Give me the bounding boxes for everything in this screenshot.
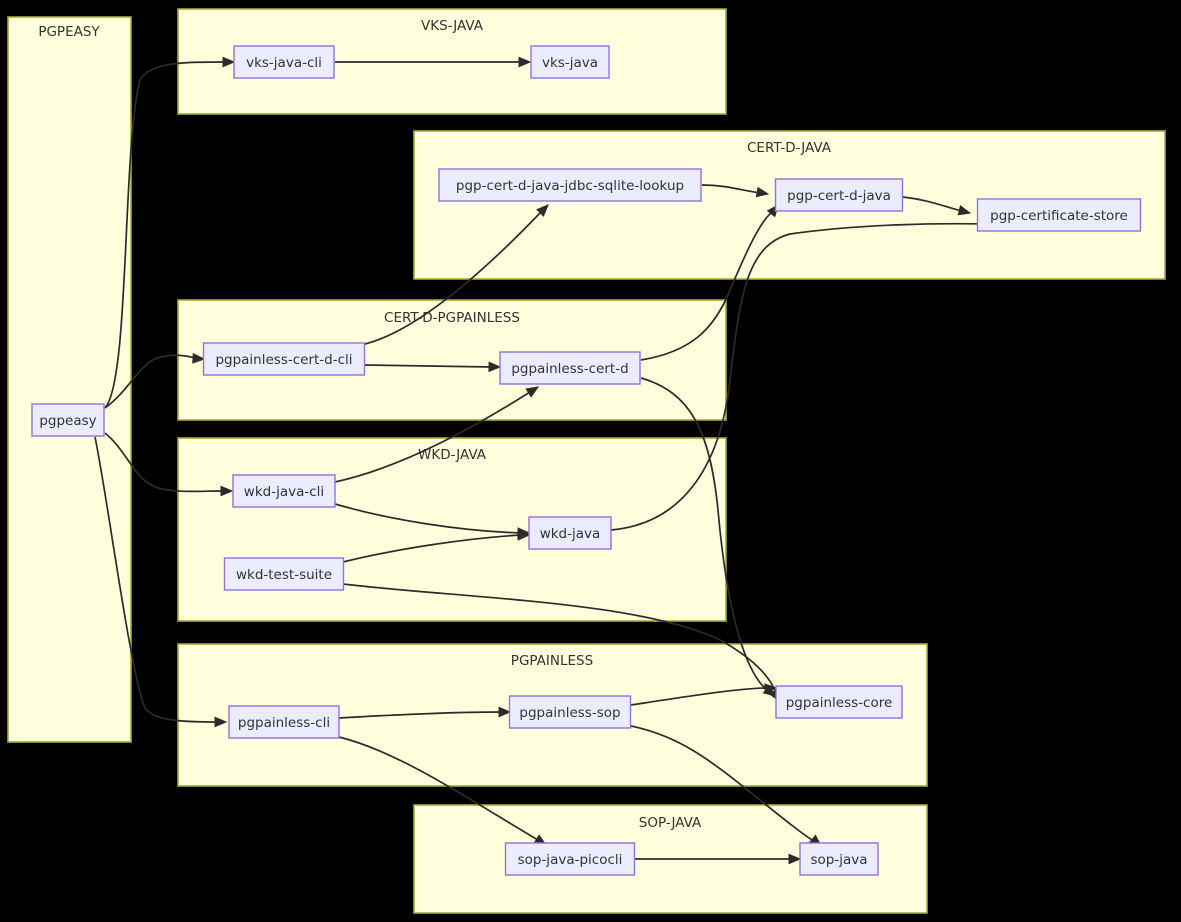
edge-path (630, 725, 815, 842)
edge-wkd-test-suite-to-wkd-java (342, 530, 531, 563)
node-pgpainless-cert-d[interactable]: pgpainless-cert-d (499, 351, 641, 385)
node-pgpainless-cli[interactable]: pgpainless-cli (228, 705, 340, 739)
node-pgpeasy[interactable]: pgpeasy (31, 403, 105, 437)
edge-path (364, 364, 493, 368)
edge-pgpainless-cert-d-cli-to-pgp-cert-d-java-jdbc-sqlite-lookup (364, 204, 549, 345)
node-box-wkd-java[interactable] (528, 516, 612, 550)
node-pgpainless-core[interactable]: pgpainless-core (775, 685, 903, 719)
cluster-label-wkd_java: WKD-JAVA (418, 447, 487, 463)
arrowhead-icon (498, 706, 512, 718)
edge-pgpainless-cli-to-pgpainless-sop (338, 706, 512, 719)
arrowhead-icon (517, 530, 531, 541)
edge-sop-java-picocli-to-sop-java (635, 853, 802, 865)
edge-pgpeasy-to-vks-java-cli (104, 56, 236, 409)
arrowhead-icon (525, 386, 540, 398)
node-box-pgp-cert-d-java[interactable] (774, 178, 904, 212)
edge-pgpainless-sop-to-pgpainless-core (630, 683, 778, 706)
edge-pgpeasy-to-pgpainless-cli (94, 436, 228, 728)
edge-path (701, 184, 761, 194)
node-pgp-cert-d-java[interactable]: pgp-cert-d-java (774, 178, 904, 212)
node-box-sop-java[interactable] (799, 842, 879, 876)
node-box-wkd-java-cli[interactable] (232, 474, 336, 508)
node-vks-java[interactable]: vks-java (530, 45, 610, 79)
edge-pgpeasy-to-wkd-java-cli (104, 432, 234, 497)
edge-path (640, 211, 773, 361)
arrowhead-icon (488, 361, 502, 373)
node-box-pgpainless-cert-d-cli[interactable] (202, 342, 366, 376)
node-vks-java-cli[interactable]: vks-java-cli (233, 45, 335, 79)
node-box-wkd-test-suite[interactable] (223, 557, 345, 591)
edge-pgpeasy-to-pgpainless-cert-d-cli (104, 353, 206, 409)
node-sop-java-picocli[interactable]: sop-java-picocli (504, 842, 636, 876)
node-wkd-test-suite[interactable]: wkd-test-suite (223, 557, 345, 591)
clusters-group: PGPEASY VKS-JAVA CERT-D-JAVA CERT-D-PGPAINL… (7, 8, 1166, 914)
arrowhead-icon (764, 683, 778, 694)
edge-path (94, 436, 219, 723)
edge-path (334, 391, 531, 483)
cluster-label-cert_d_pgpainless: CERT-D-PGPAINLESS (384, 310, 520, 326)
edge-path (342, 534, 522, 563)
node-box-pgpainless-cli[interactable] (228, 705, 340, 739)
edge-pgp-cert-d-java-to-pgp-certificate-store (902, 196, 972, 216)
node-box-pgp-certificate-store[interactable] (976, 198, 1142, 232)
edge-path (610, 222, 989, 531)
node-pgpainless-sop[interactable]: pgpainless-sop (508, 695, 632, 729)
node-box-pgp-cert-d-java-jdbc-sqlite-lookup[interactable] (438, 168, 702, 202)
node-wkd-java-cli[interactable]: wkd-java-cli (232, 474, 336, 508)
edge-path (104, 354, 197, 409)
arrowhead-icon (957, 205, 972, 216)
node-pgp-cert-d-java-jdbc-sqlite-lookup[interactable]: pgp-cert-d-java-jdbc-sqlite-lookup (438, 168, 702, 202)
edge-path (630, 687, 769, 706)
node-box-pgpainless-core[interactable] (775, 685, 903, 719)
node-box-vks-java-cli[interactable] (233, 45, 335, 79)
node-box-vks-java[interactable] (530, 45, 610, 79)
arrowhead-icon (518, 56, 532, 68)
edge-path (104, 61, 227, 409)
node-wkd-java[interactable]: wkd-java (528, 516, 612, 550)
node-sop-java[interactable]: sop-java (799, 842, 879, 876)
node-box-pgpainless-sop[interactable] (508, 695, 632, 729)
node-box-pgpainless-cert-d[interactable] (499, 351, 641, 385)
edge-path (364, 212, 541, 345)
edge-path (104, 432, 225, 493)
cluster-pgpeasy: PGPEASY (7, 16, 132, 743)
cluster-label-vks_java: VKS-JAVA (421, 18, 484, 34)
cluster-label-pgpainless: PGPAINLESS (511, 653, 593, 669)
cluster-label-pgpeasy: PGPEASY (38, 24, 100, 40)
arrowhead-icon (220, 485, 234, 497)
edge-vks-java-cli-to-vks-java (335, 56, 532, 68)
node-pgpainless-cert-d-cli[interactable]: pgpainless-cert-d-cli (202, 342, 366, 376)
arrowhead-icon (788, 853, 802, 865)
edge-pgp-cert-d-java-jdbc-sqlite-lookup-to-pgp-cert-d-java (701, 184, 770, 198)
arrowhead-icon (755, 186, 770, 198)
edge-path (342, 583, 777, 694)
edge-path (334, 503, 522, 534)
cluster-label-sop_java: SOP-JAVA (639, 815, 702, 831)
edge-path (338, 711, 503, 719)
arrowhead-icon (222, 56, 236, 68)
edge-path (902, 196, 963, 212)
arrowhead-icon (536, 204, 549, 217)
edge-wkd-java-cli-to-pgpainless-cert-d (334, 386, 540, 483)
arrowhead-icon (214, 716, 228, 728)
edge-pgpainless-cert-d-cli-to-pgpainless-cert-d (364, 361, 502, 373)
node-box-sop-java-picocli[interactable] (504, 842, 636, 876)
cluster-box-pgpeasy (7, 16, 132, 743)
node-pgp-certificate-store[interactable]: pgp-certificate-store (976, 198, 1142, 232)
edge-path (338, 736, 539, 841)
node-box-pgpeasy[interactable] (31, 403, 105, 437)
arrowhead-icon (192, 353, 206, 364)
cluster-label-cert_d_java: CERT-D-JAVA (747, 140, 832, 156)
